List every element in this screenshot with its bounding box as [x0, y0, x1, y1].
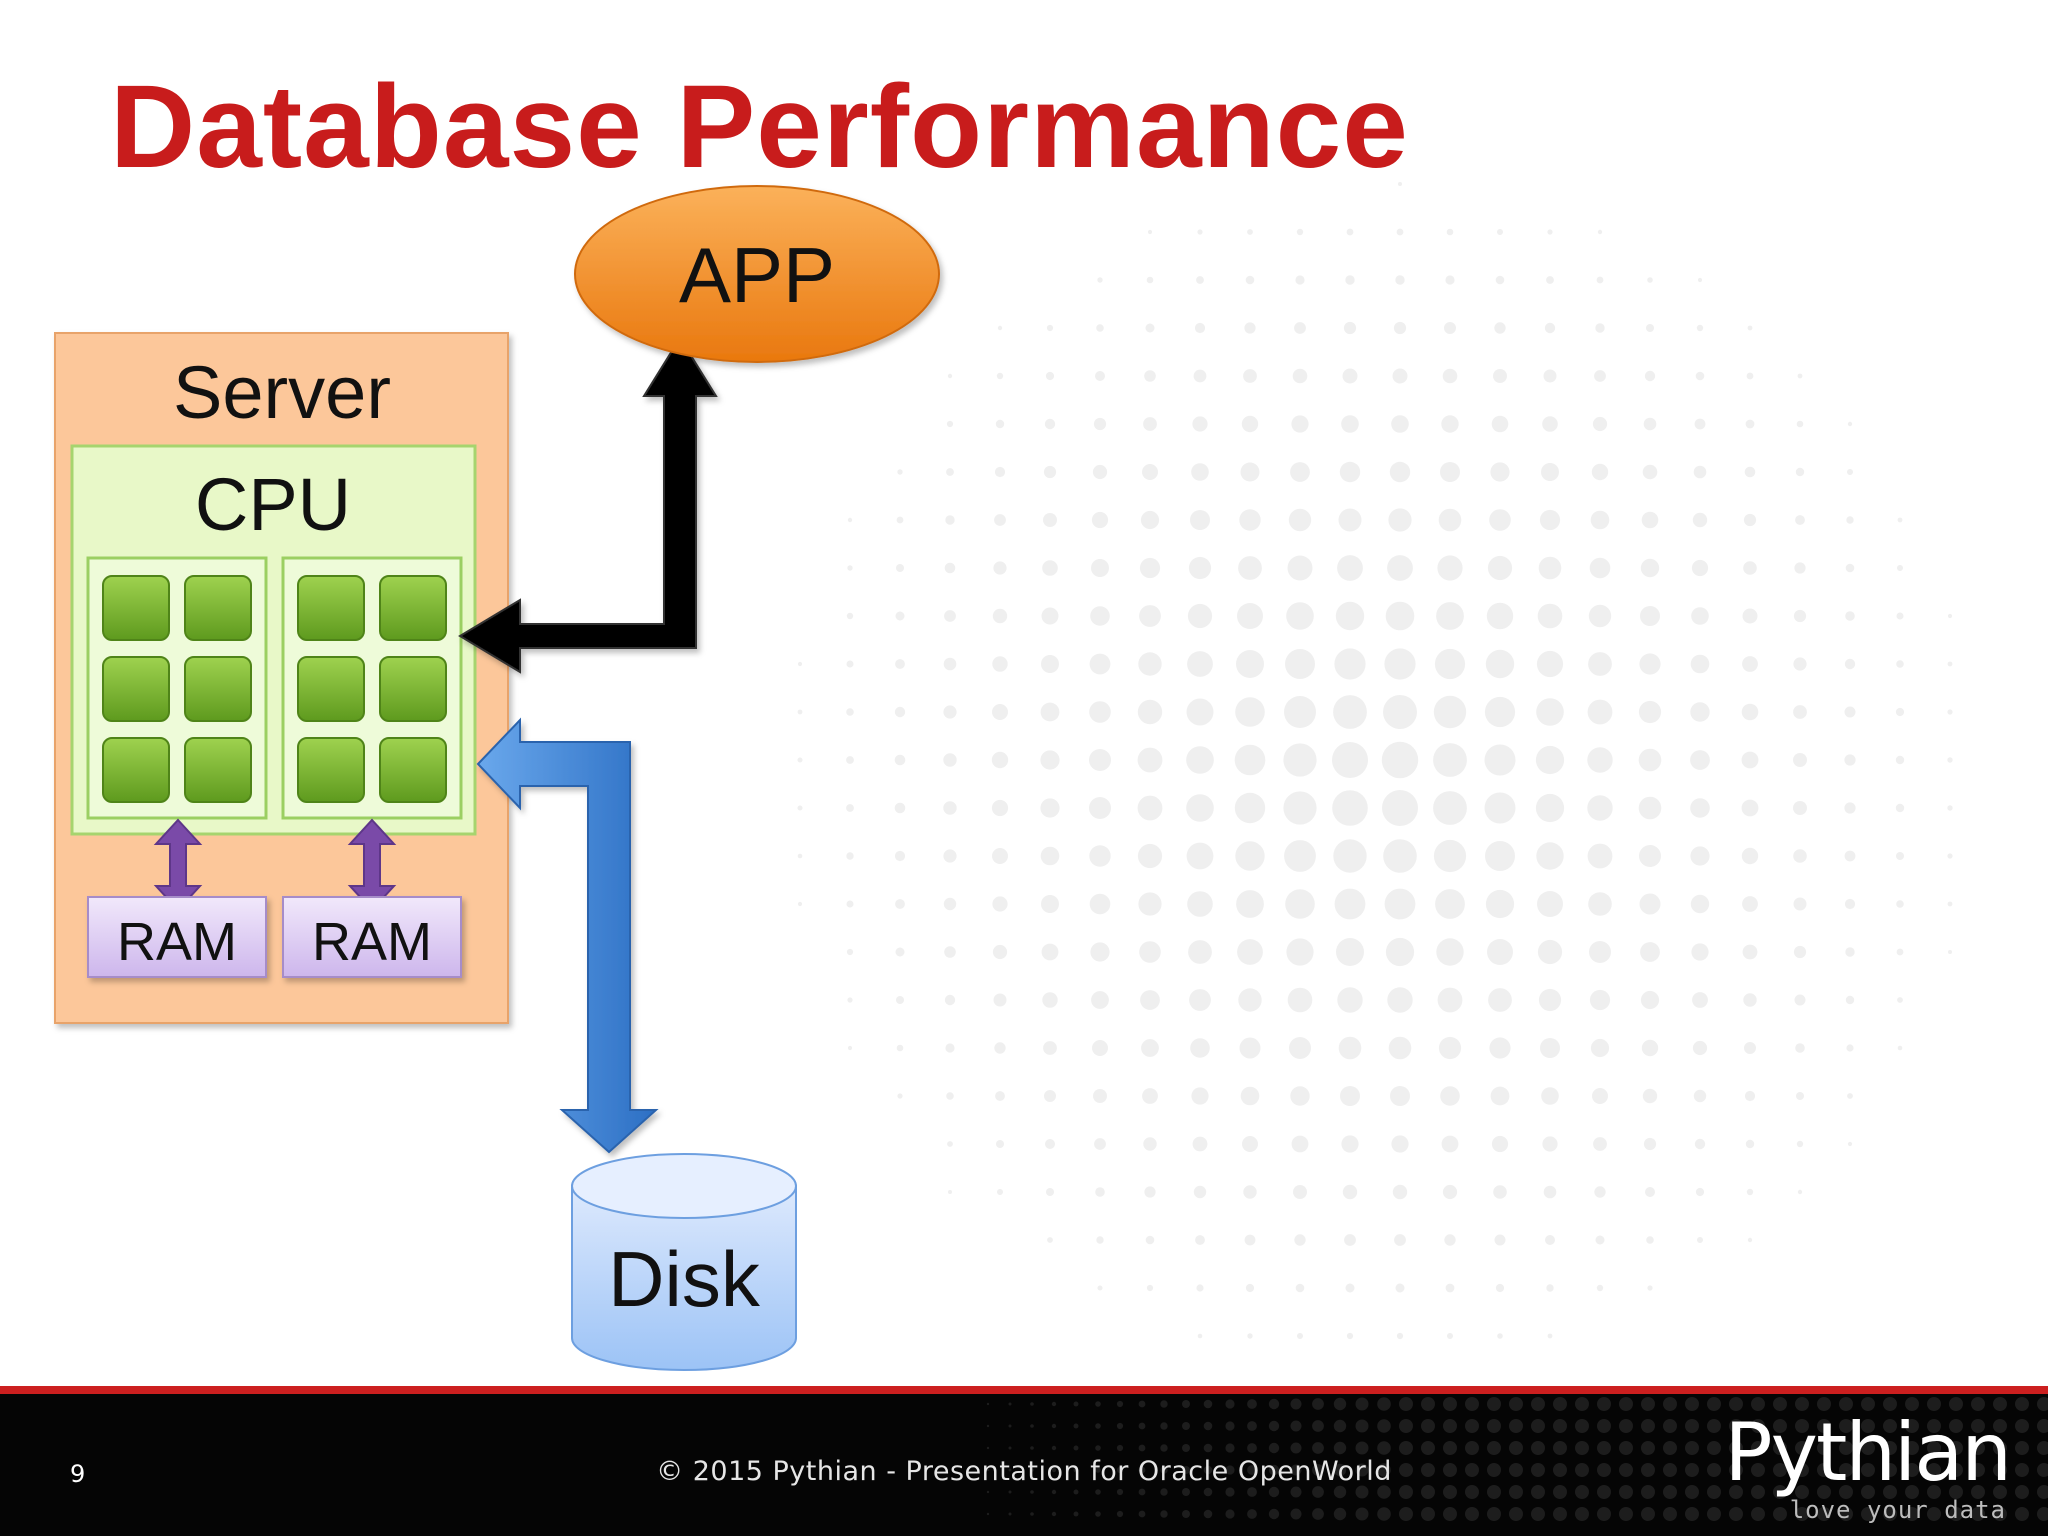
cpu-core [102, 737, 170, 803]
app-label: APP [679, 231, 835, 319]
cpu-core [102, 575, 170, 641]
cpu-core [184, 656, 252, 722]
ram-label: RAM [312, 912, 432, 972]
cpu-core [379, 575, 447, 641]
ram-label: RAM [117, 912, 237, 972]
copyright-notice: © 2015 Pythian - Presentation for Oracle… [656, 1456, 1392, 1487]
cpu-core [297, 656, 365, 722]
dot-pattern-background [797, 182, 1953, 1340]
cpu-core [102, 656, 170, 722]
pythian-logo: Pythian love your data [1710, 1408, 2012, 1532]
footer-bar: 9 © 2015 Pythian - Presentation for Orac… [0, 1386, 2048, 1536]
app-cpu-arrow [458, 336, 718, 674]
cpu-cores [102, 575, 447, 803]
cpu-core [184, 737, 252, 803]
cpu-core [379, 656, 447, 722]
cpu-label: CPU [195, 463, 351, 546]
ram-box-2: RAM [282, 896, 462, 978]
slide-title: Database Performance [110, 61, 1409, 193]
disk-label: Disk [608, 1235, 761, 1323]
footer-dot-pattern [986, 1397, 2048, 1521]
disk-cpu-arrow [476, 717, 659, 1154]
architecture-diagram: Server CPU RAM RAM [54, 185, 940, 1371]
disk-node: Disk [571, 1153, 797, 1371]
logo-wordmark: Pythian [1724, 1406, 2012, 1499]
cpu-core [184, 575, 252, 641]
page-number: 9 [70, 1460, 86, 1488]
cpu-core [379, 737, 447, 803]
logo-tagline: love your data [1789, 1496, 2006, 1524]
app-node: APP [574, 185, 940, 363]
server-label: Server [173, 351, 391, 434]
cpu-core [297, 737, 365, 803]
cpu-core [297, 575, 365, 641]
ram-box-1: RAM [87, 896, 267, 978]
